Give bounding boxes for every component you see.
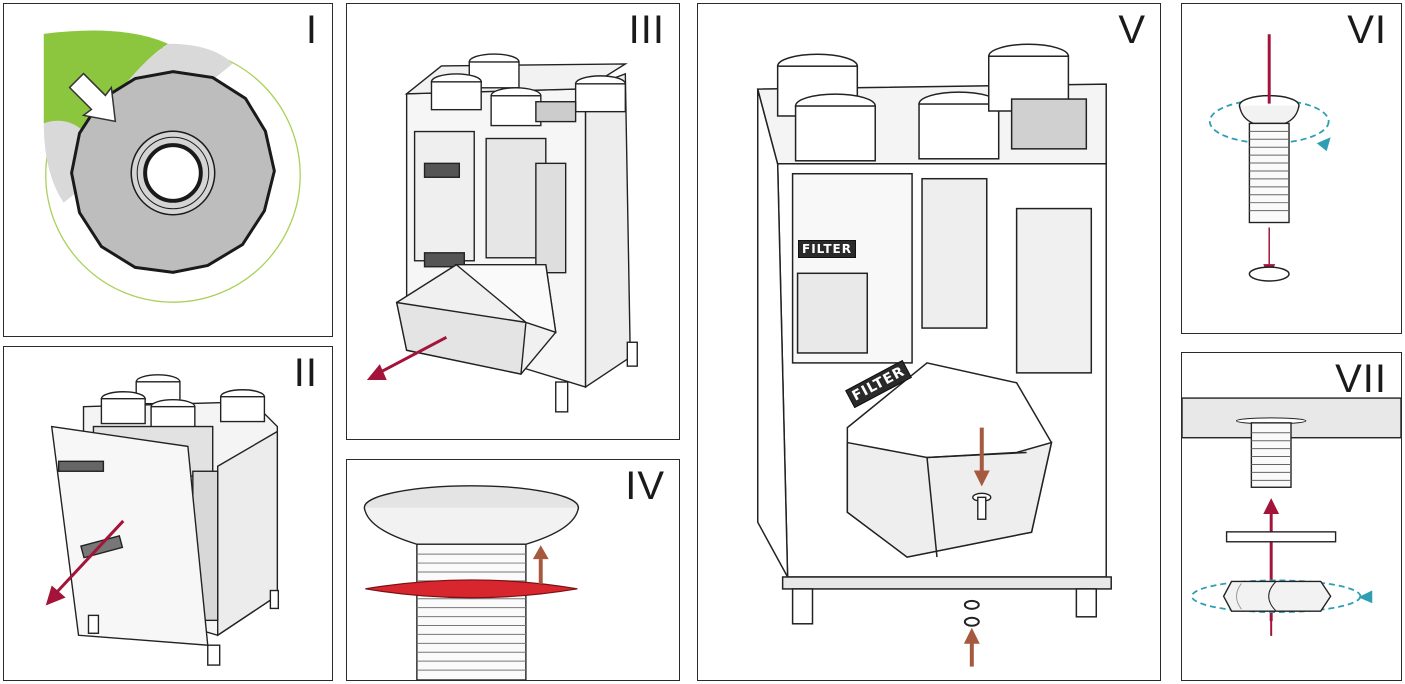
step-number: I (305, 8, 318, 52)
unit-interior-illustration (756, 43, 1112, 667)
heat-exchanger-removal-illustration (366, 53, 638, 413)
washer-icon (963, 599, 980, 627)
panel-step-3: III (346, 3, 680, 440)
seal-ring-illustration (43, 30, 301, 303)
panel-step-7: VII (1181, 352, 1402, 681)
nut-tightening-illustration (1182, 397, 1401, 636)
washer-icon (1225, 531, 1337, 543)
panel-step-4: IV (346, 459, 680, 681)
door-remove-arrow-icon (45, 519, 125, 606)
panel-step-5: V FILTER FILTER (697, 3, 1161, 681)
panel-step-6: VI (1181, 3, 1402, 334)
screw-insertion-illustration (1208, 34, 1331, 282)
push-up-arrow-icon (963, 627, 980, 667)
gasket-icon (365, 579, 578, 599)
threaded-pipe (416, 543, 527, 680)
step-number: VII (1335, 357, 1387, 401)
step-number: V (1118, 8, 1146, 52)
peel-arrow-icon (68, 72, 117, 123)
step-number: VI (1347, 8, 1387, 52)
drain-nipple-gasket-illustration (363, 485, 580, 680)
panel-step-1: I (3, 3, 333, 337)
mounting-hole (1248, 266, 1290, 282)
pull-out-arrow-icon (366, 335, 448, 381)
threaded-pipe (1250, 422, 1292, 488)
step-number: III (628, 8, 665, 52)
nut-icon (1222, 580, 1332, 612)
panel-step-2: II (3, 346, 333, 681)
insert-down-arrow-icon (973, 427, 990, 487)
unit-door-open-illustration (45, 374, 280, 666)
screw-icon (972, 492, 992, 520)
step-number: II (293, 351, 318, 395)
step-number: IV (625, 464, 665, 508)
filter-label-main: FILTER (798, 240, 856, 258)
screw-icon (1248, 122, 1290, 224)
push-up-arrow-icon (532, 545, 549, 584)
